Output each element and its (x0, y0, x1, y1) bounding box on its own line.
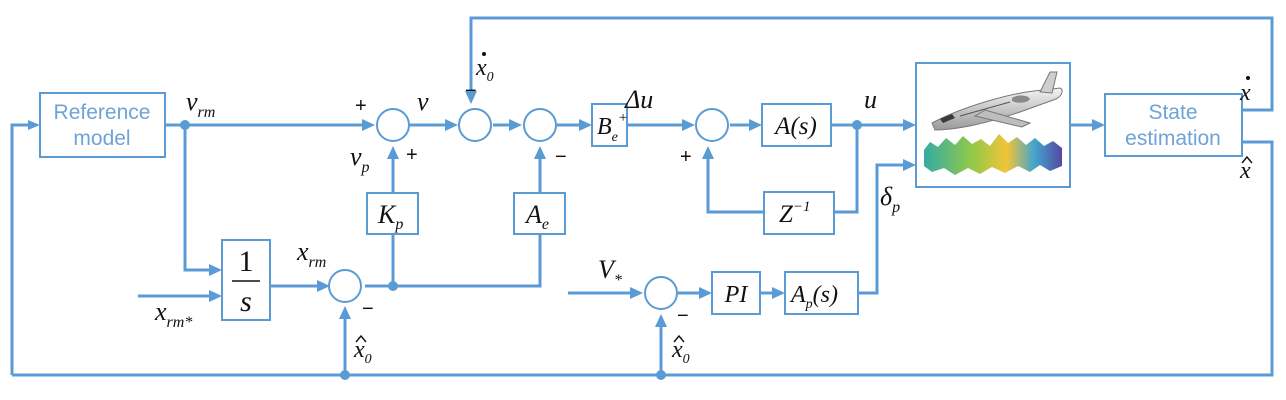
label-x0-dot: x0 (475, 52, 494, 85)
ae-block: Ae (513, 192, 566, 235)
state-estimation-line1: State (1148, 101, 1197, 124)
sum-x0dot (458, 108, 492, 142)
svg-text:Be+: Be+ (597, 110, 628, 145)
label-x0-hat-left-base: x (353, 337, 365, 363)
label-v-p-sub: p (361, 159, 370, 176)
sign-plus-vrm: + (355, 95, 367, 117)
ae-base: A (524, 200, 542, 229)
sign-minus-x0dot: − (465, 80, 477, 102)
arrowheads (28, 91, 1105, 327)
signal-labels: vrm v vp x0 Δu u δp xrm xrm* V* x0 x0 x … (154, 52, 1253, 367)
svg-text:V*: V* (598, 255, 622, 289)
as-label: A(s) (773, 113, 817, 140)
sign-plus-vp: + (406, 144, 418, 166)
z-sup: −1 (793, 199, 811, 215)
aps-block: Ap(s) (784, 271, 859, 315)
svg-text:x0: x0 (475, 55, 494, 85)
label-x0-hat-right: x0 (671, 334, 690, 367)
state-estimation-line2: estimation (1125, 127, 1221, 150)
sum-xrm (328, 269, 362, 303)
be-sup: + (618, 110, 628, 126)
label-x0-hat-right-sub: 0 (683, 352, 690, 367)
reference-model-line1: Reference (54, 101, 151, 124)
pi-label: PI (724, 282, 749, 308)
label-x-dot: x (1239, 76, 1251, 106)
integrator-numerator: 1 (239, 245, 254, 278)
aps-tail: (s) (813, 282, 838, 308)
sum-signs: + + − − + − − (355, 80, 692, 327)
sign-minus-ae: − (555, 146, 567, 168)
label-delta-p-sub: p (891, 199, 900, 216)
state-estimation-block: State estimation (1104, 93, 1243, 157)
label-x0-dot-sub: 0 (487, 70, 494, 85)
svg-text:x0: x0 (671, 337, 690, 367)
kp-base: K (377, 200, 397, 229)
aps-sub: p (805, 297, 813, 312)
label-u: u (864, 85, 877, 114)
label-x-rm-star-sub: rm* (167, 314, 193, 331)
as-block: A(s) (761, 103, 832, 147)
svg-text:xrm: xrm (296, 237, 326, 271)
ae-sub: e (542, 216, 549, 233)
reference-model-block: Reference model (39, 92, 166, 158)
summing-junctions (328, 108, 729, 310)
be-sub: e (612, 130, 618, 145)
signal-wires (10, 16, 1274, 377)
z-inverse-block: Z−1 (763, 191, 835, 235)
be-block: Be+ (591, 103, 628, 147)
label-x0-hat-left-sub: 0 (365, 352, 372, 367)
svg-text:Ap(s): Ap(s) (789, 282, 838, 312)
kp-block: Kp (366, 192, 419, 235)
z-base: Z (779, 201, 794, 228)
be-base: B (597, 114, 612, 140)
svg-text:xrm*: xrm* (154, 297, 192, 331)
reference-model-line2: model (73, 127, 130, 150)
kp-sub: p (394, 216, 403, 233)
aircraft-icon (931, 71, 1063, 131)
sum-vstar (644, 276, 678, 310)
sign-minus-xrm: − (362, 298, 374, 320)
sum-v (376, 108, 410, 142)
svg-text:x0: x0 (353, 337, 372, 367)
label-x0-hat-left: x0 (353, 334, 372, 367)
svg-text:Kp: Kp (377, 200, 403, 233)
svg-text:δp: δp (880, 182, 900, 216)
label-x0-hat-right-base: x (671, 337, 683, 363)
junction-dots (180, 120, 862, 380)
label-delta-p: δ (880, 182, 893, 211)
pi-block: PI (711, 271, 761, 315)
label-v-star-sub: * (614, 272, 622, 289)
svg-text:vrm: vrm (186, 87, 215, 121)
label-x-rm-star: x (154, 297, 167, 326)
sum-ae (523, 108, 557, 142)
label-x-dot-base: x (1239, 80, 1251, 106)
label-v-rm-sub: rm (198, 104, 216, 121)
svg-text:vp: vp (350, 142, 370, 176)
label-v-star: V (598, 255, 617, 284)
label-v: v (417, 87, 429, 116)
terrain-surface-icon (924, 134, 1062, 175)
integrator-denominator: s (240, 285, 252, 318)
aircraft-plant-block (915, 62, 1071, 188)
label-x-hat: x (1239, 155, 1253, 184)
label-delta-u: Δu (624, 85, 653, 114)
sign-minus-vstar: − (677, 305, 689, 327)
sign-plus-z: + (680, 146, 692, 168)
aps-base: A (789, 282, 806, 308)
label-x-rm: x (296, 237, 309, 266)
integrator-block: 1 s (221, 239, 271, 321)
svg-text:Z−1: Z−1 (779, 199, 811, 228)
label-x-rm-sub: rm (309, 254, 327, 271)
label-x-hat-base: x (1239, 158, 1251, 184)
label-v-p: v (350, 142, 362, 171)
sum-delta-u (695, 108, 729, 142)
label-x0-dot-base: x (475, 55, 487, 81)
svg-text:Ae: Ae (524, 200, 549, 233)
label-v-rm: v (186, 87, 198, 116)
